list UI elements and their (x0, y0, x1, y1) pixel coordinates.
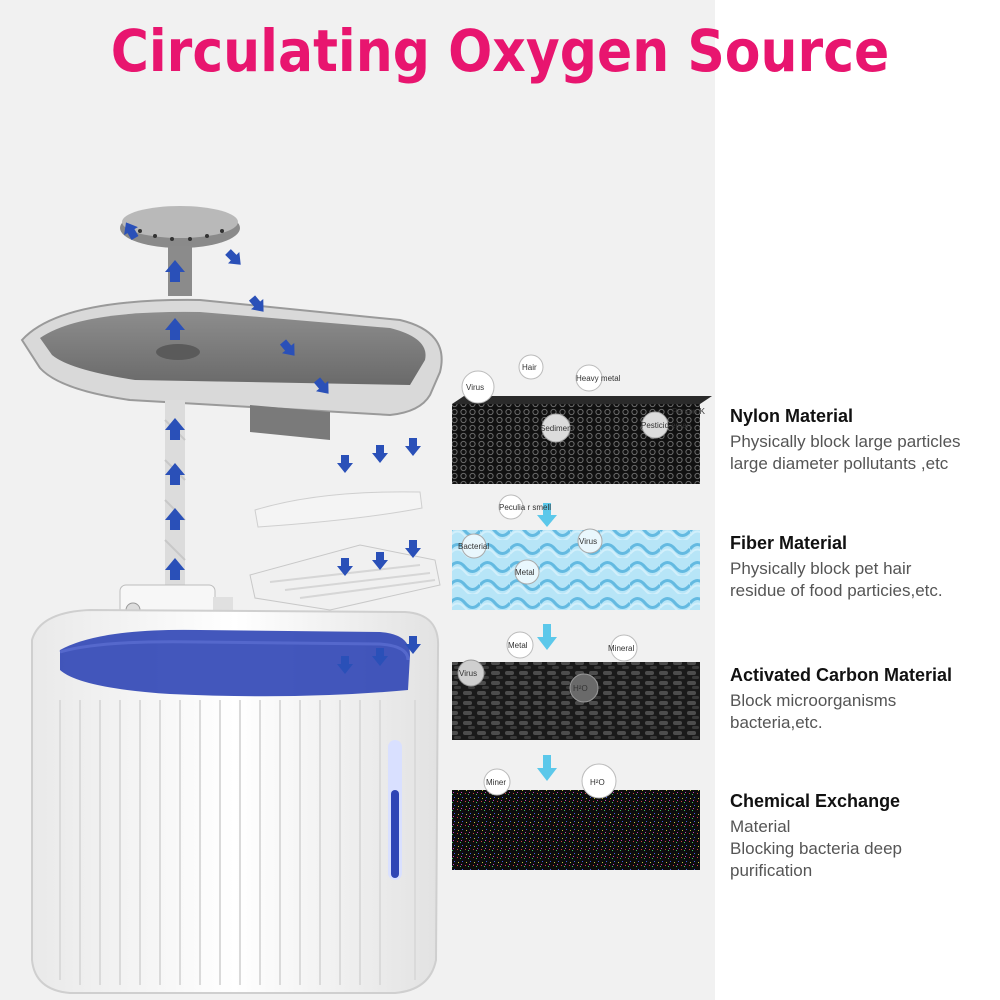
layer-desc-line: large diameter pollutants ,etc (730, 454, 949, 473)
tag-pesticide: Pesticid eman (641, 421, 691, 430)
flow-arrows (124, 222, 421, 674)
filter-layer-fiber (452, 530, 700, 610)
layer-desc-line: Physically block pet hair (730, 559, 912, 578)
layer-name: Fiber Material (730, 533, 848, 553)
tag-heavy-metal: Heavy metal (576, 374, 621, 383)
tag-hair: Hair (522, 363, 537, 372)
filter-layer-carbon (452, 662, 700, 740)
layer-desc-line: Material (730, 817, 791, 836)
layer-name: Nylon Material (730, 406, 854, 426)
tag-person: Person K (672, 407, 706, 416)
tag-virus-fiber: Virus (579, 537, 597, 546)
filter-cartridge (249, 491, 441, 611)
page-title: Circulating Oxygen Source (110, 18, 890, 86)
layer-desc-line: Physically block large particles (730, 432, 961, 451)
tag-bacterial: Bacterial (458, 542, 489, 551)
spout-head (120, 206, 240, 296)
layer-info-fiber: Fiber Material Physically block pet hair… (730, 533, 943, 602)
layer-info-nylon: Nylon Material Physically block large pa… (730, 406, 961, 475)
water-tank (31, 608, 440, 994)
tag-virus: Virus (466, 383, 484, 392)
layer-desc-line: bacteria,etc. (730, 713, 823, 732)
layer-info-exchange: Chemical Exchange Material Blocking bact… (730, 791, 902, 882)
tag-water-carbon: H²O (573, 684, 588, 693)
contaminant-bubbles: Virus Hair Heavy metal Sediment Pesticid… (457, 354, 706, 799)
layer-name: Activated Carbon Material (730, 665, 953, 685)
tag-virus-carbon: Virus (459, 669, 477, 678)
layer-name: Chemical Exchange (730, 791, 901, 811)
water-level-indicator (391, 790, 399, 878)
filter-layer-exchange (452, 790, 700, 870)
water-tube (165, 400, 185, 585)
filter-arrows (537, 503, 557, 781)
layer-info-carbon: Activated Carbon Material Block microorg… (730, 665, 952, 734)
layer-desc-line: Blocking bacteria deep (730, 839, 903, 858)
tag-mineral: Mineral (608, 644, 634, 653)
tag-sediment: Sediment (540, 424, 575, 433)
tag-metal-fiber: Metal (515, 568, 535, 577)
water-tray (20, 298, 443, 440)
text-background (715, 0, 1000, 1000)
tag-peculiar-smell: Peculia r smell (499, 503, 551, 512)
tag-water-exchange: H²O (590, 778, 605, 787)
tag-miner: Miner (486, 778, 506, 787)
tag-metal-carbon: Metal (508, 641, 528, 650)
layer-desc-line: residue of food particies,etc. (730, 581, 943, 600)
layer-desc-line: purification (730, 861, 813, 880)
layer-desc-line: Block microorganisms (730, 691, 897, 710)
